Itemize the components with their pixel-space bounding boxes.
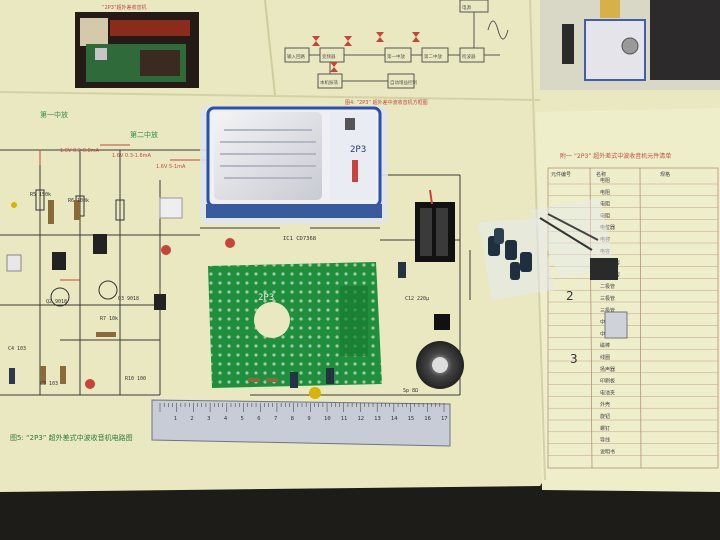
table-row: 电位器 (600, 224, 615, 231)
block-label: 自动增益控制 (390, 79, 417, 86)
paper-fold (0, 91, 541, 101)
block-label: 本机振荡 (320, 79, 338, 86)
parts-list-header: 元件编号 (551, 171, 571, 178)
schematic-symbols (6, 189, 235, 389)
ref-label: R6 100k (68, 198, 89, 204)
table-row: 磁棒 (600, 342, 610, 349)
parts-list-title: 附一 “2P3” 超外差式中波收音机元件清单 (560, 152, 671, 160)
block-diagram-waveforms (312, 32, 420, 72)
table-row: 线圈 (600, 354, 610, 361)
ruler-tick-label: 13 (374, 416, 381, 422)
table-row: 电阻 (600, 201, 610, 208)
ref-label: R5 150k (30, 192, 51, 198)
ruler-tick-label: 16 (424, 416, 431, 422)
table-row: 旋钮 (600, 413, 610, 420)
parts-list-header: 名称 (596, 171, 606, 178)
table-row: 说明书 (600, 448, 615, 455)
battery-pack (415, 189, 455, 262)
paper-fold (264, 0, 276, 96)
ref-label: C4 103 (8, 346, 26, 352)
parts-section-number: 3 (570, 352, 578, 366)
ruler-tick-label: 10 (324, 416, 331, 422)
ruler-tick-label: 14 (391, 416, 398, 422)
table-row: 电池夹 (600, 389, 615, 396)
ref-label: R10 100 (125, 376, 146, 382)
radio-model-label: 2P3 (350, 145, 366, 155)
table-row: 三极管 (600, 295, 615, 302)
pcb-board (208, 262, 382, 388)
ic-label: IC1 CD7368 (283, 236, 316, 242)
ruler-tick-label: 6 (257, 416, 260, 422)
radio-package (200, 106, 388, 224)
table-row: 二极管 (600, 283, 615, 290)
block-label: 输入回路 (287, 53, 305, 60)
pcb-model-label: 2P3 (258, 293, 274, 303)
stage-label-if2: 第二中放 (130, 130, 158, 139)
voltage-label: 1.6V 0.3-1.6mA (112, 153, 152, 159)
ruler-tick-label: 5 (241, 416, 244, 422)
table-row: 电阻 (600, 212, 610, 219)
parts-section-number: 2 (566, 289, 574, 303)
ruler-tick-label: 11 (341, 416, 348, 422)
table-row: 印刷板 (600, 378, 615, 385)
block-label: 变频器 (322, 53, 336, 60)
ruler-tick-label: 1 (174, 416, 177, 422)
ref-label: Sp 8Ω (403, 388, 418, 394)
table-row: 外壳 (600, 401, 610, 408)
table-row: 电阻 (600, 189, 610, 196)
table-row: 三极管 (600, 307, 615, 314)
voltage-label: 1.6V 5-1mA (156, 164, 186, 170)
block-diagram-caption: 图4: “2P3” 超外差中波收音机方框图 (345, 99, 428, 106)
block-label: 第二中放 (424, 53, 442, 60)
photo-caption: “2P3”超外差收音机 (102, 4, 147, 11)
ref-label: R7 10k (100, 316, 118, 322)
table-row: 电阻 (600, 177, 610, 184)
capacitors-bag (478, 218, 555, 300)
product-photo-thumbnail (75, 12, 199, 88)
ref-label: C3 103 (40, 381, 58, 387)
ref-label: Q3 9018 (118, 296, 139, 302)
block-label: 检波器 (462, 53, 476, 60)
schematic-caption: 图5: “2P3” 超外差式中波收音机电路图 (10, 433, 133, 442)
block-label: 第一中放 (387, 53, 405, 60)
ref-label: Q2 9018 (46, 299, 67, 305)
ruler-tick-label: 4 (224, 416, 228, 422)
ruler-tick-label: 12 (357, 416, 364, 422)
parts-list-header: 规格 (660, 171, 670, 178)
table-row: 导线 (600, 437, 610, 444)
ruler-tick-label: 3 (207, 416, 210, 422)
loose-parts (248, 262, 450, 399)
block-label: 电源 (462, 4, 471, 11)
table-row: 扬声器 (600, 366, 615, 373)
ruler-tick-label: 8 (291, 416, 294, 422)
loose-speaker (416, 341, 464, 389)
table-row: 螺钉 (600, 425, 610, 432)
ruler-tick-label: 9 (307, 416, 310, 422)
block-diagram (284, 0, 500, 89)
small-parts-bag (530, 198, 628, 339)
ruler-tick-label: 15 (408, 416, 415, 422)
parts-list-sheet (536, 108, 720, 492)
ruler-tick-label: 2 (190, 416, 193, 422)
assembled-board-photo (540, 0, 720, 90)
ruler-tick-label: 7 (274, 416, 277, 422)
voltage-label: 1.6V 0.3-0.8mA (60, 148, 100, 154)
waveform-audio (487, 20, 509, 40)
ref-label: C12 220μ (405, 296, 429, 302)
ruler-tick-label: 17 (441, 416, 448, 422)
stage-label-if1: 第一中放 (40, 110, 68, 119)
